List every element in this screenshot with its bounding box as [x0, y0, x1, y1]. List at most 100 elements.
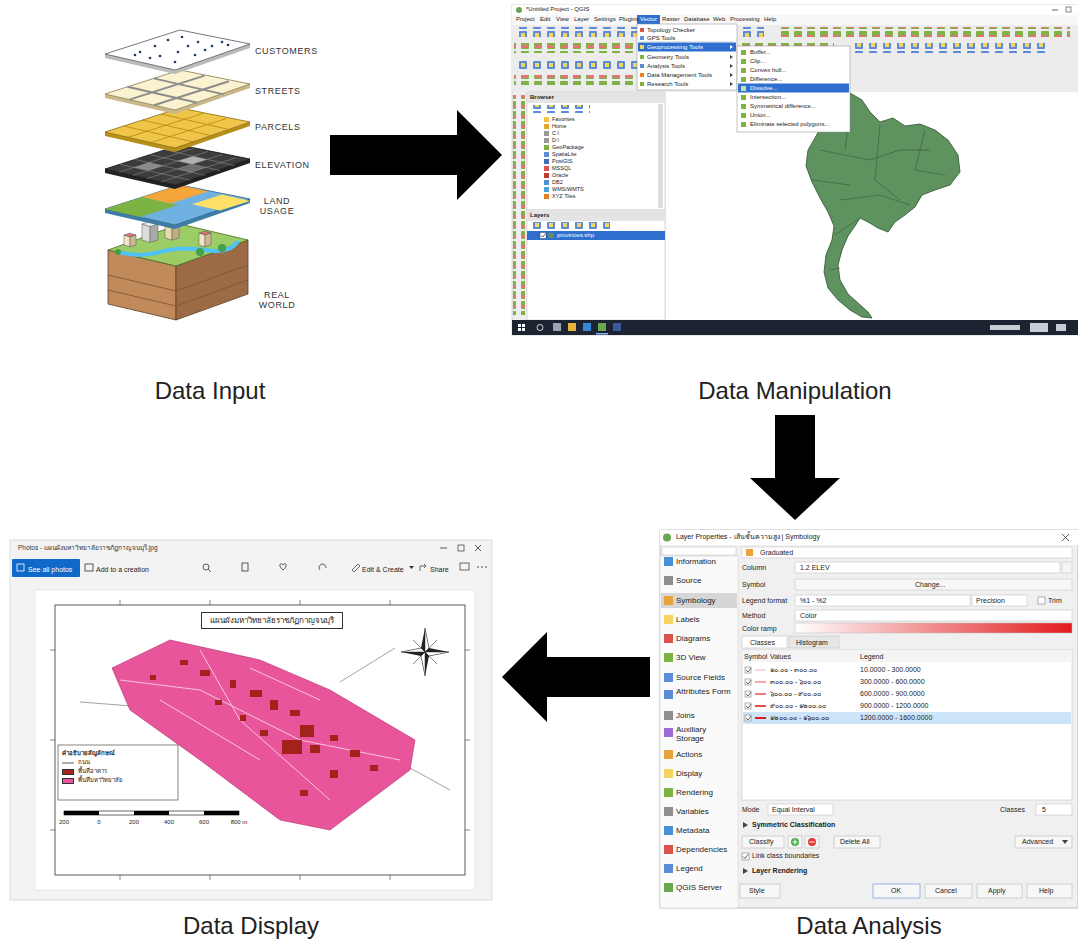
layer-label: REAL WORLD — [254, 290, 300, 311]
field-label: Trim — [1048, 597, 1062, 605]
layer-label: PARCELS — [255, 122, 301, 132]
sidebar-item: Rendering — [676, 788, 713, 797]
tab-label: Classes — [750, 639, 775, 647]
menu-item: Vector — [640, 16, 657, 23]
scale-number: 800 m — [231, 819, 248, 826]
table-cell: ๓๐๐.๐๐ - ๖๐๐.๐๐ — [770, 678, 821, 686]
menu-item: Intersection... — [750, 94, 786, 101]
sidebar-item: Symbology — [676, 596, 716, 605]
sidebar-item: Dependencies — [676, 845, 727, 854]
tree-item: DB2 — [552, 179, 563, 185]
field-label: Link class boundaries — [752, 852, 819, 860]
legend-text: พื้นที่อาคาร — [78, 768, 107, 775]
sidebar-item: Legend — [676, 864, 703, 873]
tree-item: D:\ — [552, 137, 559, 143]
panel-caption: Data Input — [155, 377, 266, 405]
table-header: Symbol — [744, 653, 767, 661]
menu-item: Settings — [594, 16, 616, 23]
sidebar-item: Attributes Form — [676, 688, 734, 697]
menu-item: Union... — [750, 112, 771, 119]
table-cell: 10.0000 - 300.0000 — [860, 666, 921, 674]
field-label: Color ramp — [742, 625, 777, 633]
tree-item: WMS/WMTS — [552, 186, 584, 192]
field-label: Legend format — [742, 597, 787, 605]
panel-box: Data Display — [10, 540, 492, 940]
legend-text: พื้นที่มหาวิทยาลัย — [78, 777, 123, 784]
menu-item: Edit — [540, 16, 550, 23]
menu-item: Database — [684, 16, 710, 23]
menu-item: View — [556, 16, 569, 23]
button-label: Cancel — [935, 887, 957, 895]
panel-header: Layers — [530, 212, 549, 219]
tree-item: MSSQL — [552, 165, 571, 171]
layer-label: STREETS — [255, 86, 301, 96]
sidebar-item: Metadata — [676, 826, 709, 835]
menu-item: Plugins — [619, 16, 639, 23]
field-label: Classes — [1000, 806, 1025, 814]
sidebar-item: Joins — [676, 711, 695, 720]
table-cell: 300.0000 - 600.0000 — [860, 678, 925, 686]
button-label: Apply — [988, 887, 1006, 895]
sidebar-item: Source Fields — [676, 673, 725, 682]
field-value: Precision — [976, 597, 1005, 605]
layer-item: provinces.shp — [557, 232, 594, 239]
panel-header: Browser — [530, 94, 554, 101]
menu-item: Research Tools — [647, 81, 688, 88]
sidebar-item: Auxiliary Storage — [676, 726, 734, 744]
qgis-window — [512, 5, 1078, 335]
menu-item: Convex hull... — [750, 67, 786, 74]
menu-item: Geoprocessing Tools — [647, 44, 703, 51]
legend-item: ถนน — [62, 759, 90, 766]
field-value: Graduated — [760, 549, 793, 557]
section-label: Layer Rendering — [752, 867, 807, 875]
block-arrow — [750, 415, 840, 520]
scale-number: 200 — [129, 819, 139, 826]
panel-caption: Data Manipulation — [698, 377, 891, 405]
menu-item: GPS Tools — [647, 35, 675, 42]
tree-item: GeoPackage — [552, 144, 584, 150]
layer-properties-dialog — [660, 530, 1078, 908]
sidebar-item: Source — [676, 576, 701, 585]
table-cell: 900.0000 - 1200.0000 — [860, 702, 929, 710]
menu-item: Geometry Tools — [647, 54, 689, 61]
menu-item: Data Management Tools — [647, 72, 712, 79]
table-cell: 1200.0000 - 1600.0000 — [860, 714, 932, 722]
menu-item: Web — [713, 16, 725, 23]
menu-item: Dissolve... — [750, 85, 778, 92]
sidebar-item: QGIS Server — [676, 883, 722, 892]
button-label: See all photos — [28, 566, 72, 574]
menu-item: Raster — [662, 16, 680, 23]
menu-item: Help — [764, 16, 776, 23]
table-cell: ๑๐.๐๐ - ๓๐๐.๐๐ — [770, 666, 817, 674]
button-label: Change... — [915, 581, 945, 589]
button-label: OK — [891, 887, 901, 895]
gis-layers-illustration — [105, 30, 250, 320]
sidebar-item: Labels — [676, 615, 700, 624]
section-label: Symmetric Classification — [752, 821, 835, 829]
menu-item: Buffer... — [750, 49, 771, 56]
field-value: Equal Interval — [772, 806, 815, 814]
sidebar-item: Actions — [676, 750, 702, 759]
sidebar-item: Information — [676, 557, 716, 566]
button-label: Style — [749, 887, 765, 895]
field-value: 1.2 ELEV — [800, 564, 830, 572]
layer-label: ELEVATION — [255, 160, 310, 170]
table-cell: ๖๐๐.๐๐ - ๙๐๐.๐๐ — [770, 690, 821, 698]
window-title: Layer Properties - เส้นชั้นความสูง | Sym… — [676, 533, 820, 541]
menu-item: Eliminate selected polygons... — [750, 121, 829, 128]
field-value: 5 — [1042, 806, 1046, 814]
scale-number: 400 — [164, 819, 174, 826]
sidebar-item: Variables — [676, 807, 709, 816]
panel-box: Data Manipulation — [512, 5, 1078, 405]
sidebar-item: 3D View — [676, 653, 706, 662]
map-title: แผนผังมหาวิทยาลัยราชภัฏกาญจนบุรี — [201, 612, 343, 629]
button-label: Add to a creation — [96, 566, 149, 574]
scale-number: 0 — [97, 819, 100, 826]
menu-item: Project — [516, 16, 535, 23]
button-label: Edit & Create — [362, 566, 404, 574]
sidebar-item: Display — [676, 769, 702, 778]
tree-item: Favorites — [552, 116, 575, 122]
tree-item: SpatiaLite — [552, 151, 576, 157]
tab-label: Histogram — [796, 639, 828, 647]
field-value: Color — [800, 612, 817, 620]
